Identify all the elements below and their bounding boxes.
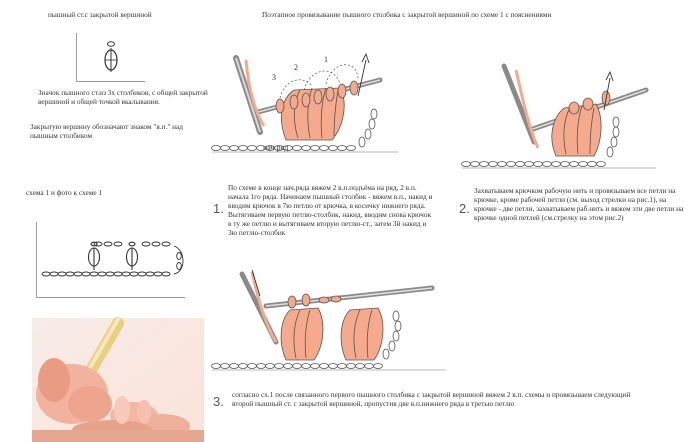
symbol-frame [76,33,145,82]
step-1-number: 1. [213,201,224,216]
step-3-text: согласно сх.1 после связанного первого п… [232,390,631,408]
step-2-text: Захватываем крючком рабочую нить и провя… [474,186,684,222]
step-1-illustration [211,52,398,153]
closed-top-note: Закрытую вершину обозначают знаком "в.п.… [30,122,184,140]
step-3-illustration [211,269,446,371]
symbol-note: Значок пышного ст.из 3х столбиков, с общ… [38,88,208,106]
scheme-frame [36,222,185,298]
scheme-1-diagram [41,241,184,277]
step-3-number: 3. [213,394,224,409]
scheme-photo [32,316,204,442]
loop-number-2: 2 [294,63,298,72]
loop-number-3: 3 [272,73,276,82]
loop-number-1: 1 [324,55,328,64]
start-row-label: нач.ряд [263,143,289,152]
top-left-title: пышный ст.с закрытой вершиной [48,10,152,19]
scheme-caption: схема 1 и фото к схеме 1 [26,188,103,197]
step-2-number: 2. [459,201,470,216]
step-1-text: По схеме в конце нач.ряда вяжем 2 в.п.по… [228,183,433,237]
main-title: Поэтапное провязывание пышного столбика … [262,10,552,19]
closed-top-symbol-icon [104,41,118,72]
step-2-illustration [461,63,656,169]
